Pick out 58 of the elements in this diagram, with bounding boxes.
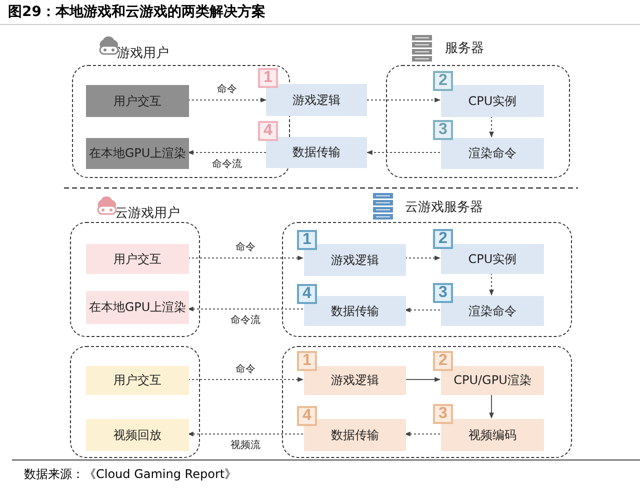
- process-box: 用户交互: [86, 366, 189, 395]
- process-box: CPU实例: [441, 244, 544, 274]
- group-heading: 游戏用户: [117, 45, 169, 62]
- step-number: 1: [258, 68, 278, 88]
- step-number: 3: [433, 283, 453, 303]
- dashed-group-frame: [282, 346, 572, 458]
- arrow: [188, 98, 267, 102]
- arrow: [404, 377, 441, 382]
- step-number: 1: [297, 351, 317, 371]
- arrow: [366, 150, 440, 155]
- edge-label: 命令流: [210, 156, 244, 170]
- process-box: 游戏逻辑: [266, 84, 367, 116]
- dashed-group-frame: [70, 346, 200, 458]
- arrow: [404, 432, 440, 436]
- process-box: 用户交互: [86, 244, 189, 274]
- source-note: 数据来源：《Cloud Gaming Report》: [24, 466, 237, 483]
- process-box: 游戏逻辑: [304, 366, 406, 395]
- arrow: [489, 394, 494, 419]
- process-box: CPU实例: [441, 85, 544, 117]
- process-box: 游戏逻辑: [304, 244, 406, 276]
- group-heading: 云游戏用户: [115, 205, 180, 222]
- arrow: [187, 306, 304, 312]
- arrow: [188, 377, 304, 382]
- process-box: 在本地GPU上渲染: [86, 138, 189, 169]
- step-number: 4: [297, 406, 317, 426]
- group-heading: 服务器: [445, 40, 484, 57]
- edge-label: 命令: [234, 362, 258, 376]
- process-box: 在本地GPU上渲染: [86, 291, 189, 324]
- process-box: 数据传输: [304, 419, 406, 451]
- group-heading: 云游戏服务器: [405, 199, 483, 216]
- edge-label: 命令流: [228, 313, 262, 327]
- process-box: 视频回放: [86, 419, 189, 451]
- edge-label: 视频流: [228, 438, 262, 452]
- figure-title: 图29：本地游戏和云游戏的两类解决方案: [8, 3, 266, 21]
- step-number: 3: [433, 404, 453, 424]
- step-number: 2: [433, 351, 453, 371]
- arrow: [404, 308, 440, 312]
- arrow: [187, 432, 304, 436]
- arrow: [187, 150, 266, 155]
- process-box: CPU/GPU渲染: [441, 366, 544, 395]
- step-number: 2: [433, 229, 453, 249]
- step-number: 2: [433, 71, 453, 91]
- step-number: 4: [297, 284, 317, 304]
- process-box: 用户交互: [86, 85, 189, 117]
- arrow: [489, 272, 494, 296]
- process-box: 渲染命令: [441, 296, 544, 326]
- step-number: 1: [297, 230, 317, 250]
- edge-label: 命令: [215, 82, 239, 96]
- edge-label: 命令: [234, 240, 258, 254]
- step-number: 3: [433, 120, 453, 140]
- process-box: 视频编码: [441, 419, 544, 451]
- process-box: 数据传输: [266, 137, 367, 168]
- arrow: [489, 116, 494, 138]
- step-number: 4: [258, 121, 278, 141]
- arrow: [188, 256, 304, 260]
- arrow: [366, 98, 441, 102]
- process-box: 渲染命令: [441, 138, 544, 169]
- arrow: [404, 256, 441, 260]
